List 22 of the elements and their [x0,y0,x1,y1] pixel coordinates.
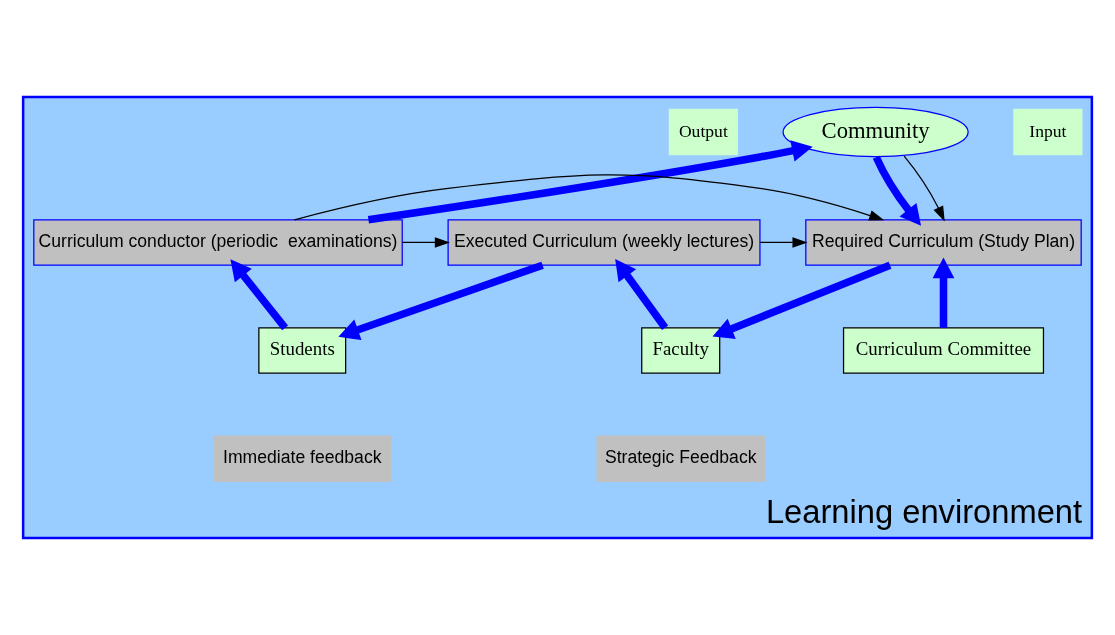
arrow [712,261,892,339]
node-box: Executed Curriculum (weekly lectures) [447,219,761,266]
node-box: Faculty [641,327,721,374]
arrow [932,257,955,328]
arrow [401,237,450,248]
node-box: Immediate feedback [213,435,391,482]
arrow [872,155,922,226]
node-ellipse: Community [782,106,969,158]
arrow [293,174,885,221]
arrow [615,259,669,331]
node-box: Input [1013,108,1083,156]
arrow [230,259,289,331]
node-box: Strategic Feedback [596,435,765,482]
arrow [903,155,945,222]
node-box: Students [258,327,347,374]
arrow [367,140,813,224]
arrow [759,237,808,248]
arrow [338,261,544,341]
node-box: Curriculum conductor (periodic examinations) [33,219,403,266]
node-box: Curriculum Committee [842,327,1045,374]
node-box: Required Curriculum (Study Plan) [805,219,1082,266]
node-box: Output [668,108,738,156]
